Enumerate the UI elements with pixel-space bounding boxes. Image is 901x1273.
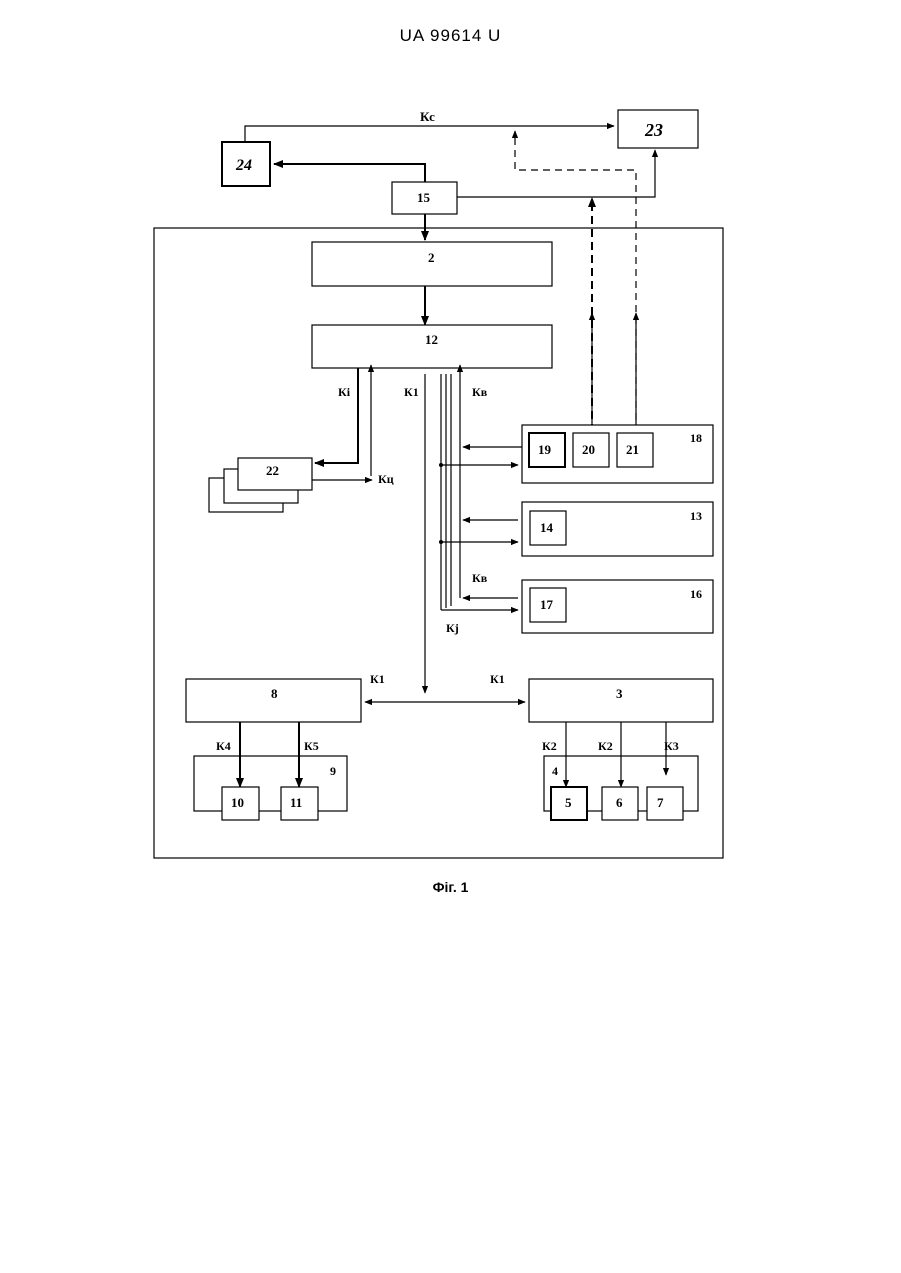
k5-label: К5 xyxy=(304,739,319,753)
line-15-to-23 xyxy=(457,150,655,197)
k1-label-left: К1 xyxy=(370,672,385,686)
block-2-label: 2 xyxy=(428,250,435,265)
block-3-label: 3 xyxy=(616,686,623,701)
block-8-label: 8 xyxy=(271,686,278,701)
k2-label-b: К2 xyxy=(598,739,613,753)
line-15-to-24 xyxy=(274,164,425,182)
block-24-label: 24 xyxy=(235,157,252,174)
block-5-label: 5 xyxy=(565,795,572,810)
block-13-label: 13 xyxy=(690,509,702,523)
block-23-label: 23 xyxy=(644,120,663,140)
block-9 xyxy=(194,756,347,811)
block-17-label: 17 xyxy=(540,597,554,612)
block-6-label: 6 xyxy=(616,795,623,810)
kts-label: Кц xyxy=(378,472,394,486)
block-22-label: 22 xyxy=(266,463,279,478)
figure-caption: Фіг. 1 xyxy=(0,879,901,895)
junction-18 xyxy=(439,463,443,467)
block-16-label: 16 xyxy=(690,587,702,601)
block-14-label: 14 xyxy=(540,520,554,535)
block-15-label: 15 xyxy=(417,190,431,205)
k2-label-a: К2 xyxy=(542,739,557,753)
block-9-label: 9 xyxy=(330,764,336,778)
k1-label-top: К1 xyxy=(404,385,419,399)
k4-label: К4 xyxy=(216,739,231,753)
kc-line xyxy=(245,126,614,142)
kc-label: Кс xyxy=(420,109,435,124)
kv-label-top: Кв xyxy=(472,385,488,399)
block-7-label: 7 xyxy=(657,795,664,810)
kj-label: Кj xyxy=(446,621,459,635)
kv-label-bottom: Кв xyxy=(472,571,488,585)
block-19-label: 19 xyxy=(538,442,552,457)
block-18-label: 18 xyxy=(690,431,702,445)
k3-label: К3 xyxy=(664,739,679,753)
block-21-label: 21 xyxy=(626,442,639,457)
k1-label-right: К1 xyxy=(490,672,505,686)
ki-label: Кі xyxy=(338,385,351,399)
block-10-label: 10 xyxy=(231,795,244,810)
block-11-label: 11 xyxy=(290,795,302,810)
block-4-label: 4 xyxy=(552,764,558,778)
block-20-label: 20 xyxy=(582,442,595,457)
block-12-label: 12 xyxy=(425,332,438,347)
junction-13 xyxy=(439,540,443,544)
block-7 xyxy=(647,787,683,820)
